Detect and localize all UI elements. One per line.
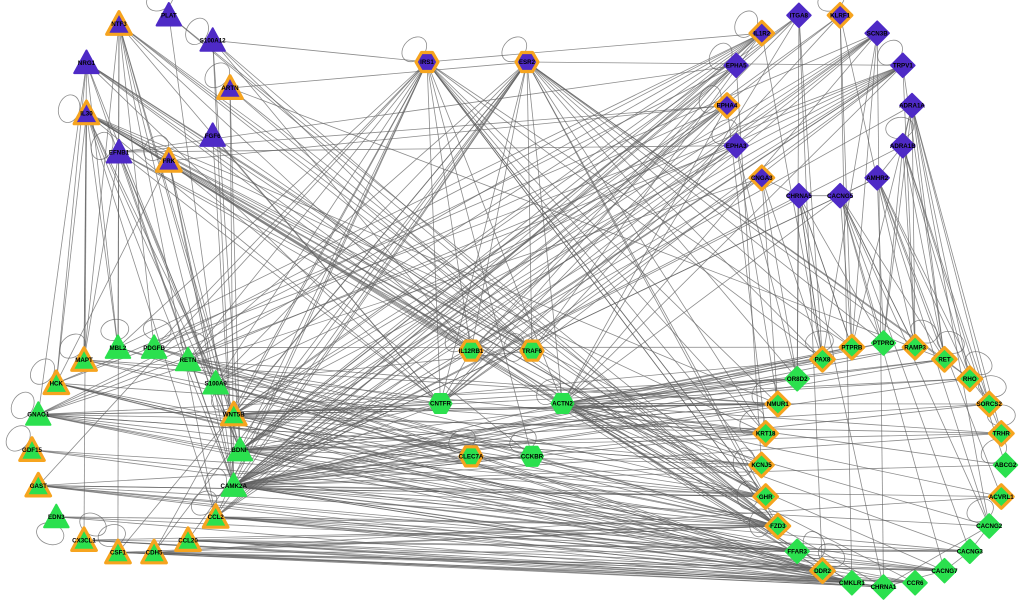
svg-text:ACTN2: ACTN2: [552, 401, 573, 408]
svg-text:FRK: FRK: [162, 158, 175, 165]
svg-text:CNGA3: CNGA3: [751, 175, 773, 182]
svg-text:EFNB1: EFNB1: [109, 149, 130, 156]
svg-text:GDF15: GDF15: [22, 447, 43, 454]
svg-text:NMUR1: NMUR1: [767, 401, 790, 408]
svg-text:ARTN: ARTN: [221, 85, 239, 92]
svg-text:EPHA3: EPHA3: [726, 143, 747, 150]
svg-text:OR8D2: OR8D2: [787, 376, 808, 383]
svg-text:IL1R2: IL1R2: [753, 30, 770, 37]
svg-text:CACNG2: CACNG2: [976, 523, 1003, 530]
svg-text:PLAT: PLAT: [161, 12, 177, 19]
svg-text:ADRA1A: ADRA1A: [899, 103, 925, 110]
svg-text:FZD3: FZD3: [770, 523, 786, 530]
svg-text:PAX8: PAX8: [815, 357, 831, 364]
svg-text:S100A9: S100A9: [205, 380, 228, 387]
svg-text:CSF1: CSF1: [110, 550, 126, 557]
svg-text:CNTFR: CNTFR: [430, 401, 451, 408]
svg-text:MBL2: MBL2: [109, 345, 126, 352]
svg-text:PTPRB: PTPRB: [841, 344, 863, 351]
svg-text:IRS1: IRS1: [420, 59, 434, 66]
svg-text:CAMK2A: CAMK2A: [220, 483, 247, 490]
svg-text:CX3CL1: CX3CL1: [72, 537, 96, 544]
svg-text:KCNJ5: KCNJ5: [751, 462, 772, 469]
svg-text:ADRA1B: ADRA1B: [890, 143, 916, 150]
svg-text:ABCG2: ABCG2: [995, 462, 1017, 469]
svg-text:EPHA4: EPHA4: [717, 103, 738, 110]
svg-text:RETN: RETN: [180, 357, 197, 364]
svg-text:IL30: IL30: [80, 111, 93, 118]
svg-text:GHR: GHR: [759, 494, 773, 501]
svg-text:CMKLR1: CMKLR1: [839, 580, 865, 587]
svg-text:IL12RB1: IL12RB1: [459, 348, 484, 355]
svg-text:NTF3: NTF3: [111, 21, 127, 28]
svg-text:ACVRL1: ACVRL1: [989, 494, 1014, 501]
svg-text:RHO: RHO: [963, 376, 977, 383]
svg-text:WNT5B: WNT5B: [223, 412, 246, 419]
svg-text:CCL20: CCL20: [178, 537, 198, 544]
svg-text:CHRNA1: CHRNA1: [871, 584, 897, 591]
svg-text:EPHA5: EPHA5: [726, 63, 747, 70]
svg-text:AMHR2: AMHR2: [866, 175, 889, 182]
svg-text:KLRF1: KLRF1: [830, 13, 850, 20]
svg-text:SCN3B: SCN3B: [867, 30, 889, 37]
svg-text:CCL2: CCL2: [208, 514, 225, 521]
svg-text:BDNF: BDNF: [231, 447, 248, 454]
svg-text:TRHR: TRHR: [993, 431, 1011, 438]
svg-text:FGF6: FGF6: [205, 133, 221, 140]
svg-text:ESR2: ESR2: [519, 59, 536, 66]
svg-text:S100A12: S100A12: [200, 38, 226, 45]
svg-text:GAST: GAST: [30, 483, 47, 490]
svg-text:MAPT: MAPT: [75, 357, 93, 364]
svg-text:ITGA8: ITGA8: [790, 13, 809, 20]
svg-text:CDH5: CDH5: [146, 550, 163, 557]
svg-text:KRT18: KRT18: [756, 431, 776, 438]
svg-text:NRG1: NRG1: [78, 60, 96, 67]
svg-text:PDGFB: PDGFB: [143, 345, 165, 352]
svg-text:CACNG3: CACNG3: [957, 549, 984, 556]
svg-text:CACNG5: CACNG5: [827, 193, 854, 200]
svg-text:TRPV1: TRPV1: [893, 63, 914, 70]
svg-text:GNAO1: GNAO1: [27, 412, 50, 419]
svg-text:DDR2: DDR2: [814, 568, 831, 575]
svg-text:CCR6: CCR6: [907, 580, 924, 587]
svg-text:EDN3: EDN3: [48, 514, 65, 521]
svg-text:SORCS2: SORCS2: [976, 401, 1002, 408]
svg-text:CCKBR: CCKBR: [521, 454, 544, 461]
svg-text:HCK: HCK: [50, 380, 64, 387]
svg-text:CHRNA5: CHRNA5: [786, 193, 812, 200]
svg-text:CACNG7: CACNG7: [931, 568, 958, 575]
svg-text:RAMP3: RAMP3: [904, 344, 926, 351]
svg-text:PTPRO: PTPRO: [873, 340, 895, 347]
svg-text:FFAR3: FFAR3: [787, 549, 807, 556]
svg-text:TRAF6: TRAF6: [522, 348, 542, 355]
svg-text:RET: RET: [938, 357, 951, 364]
svg-text:CLEC7A: CLEC7A: [459, 454, 484, 461]
